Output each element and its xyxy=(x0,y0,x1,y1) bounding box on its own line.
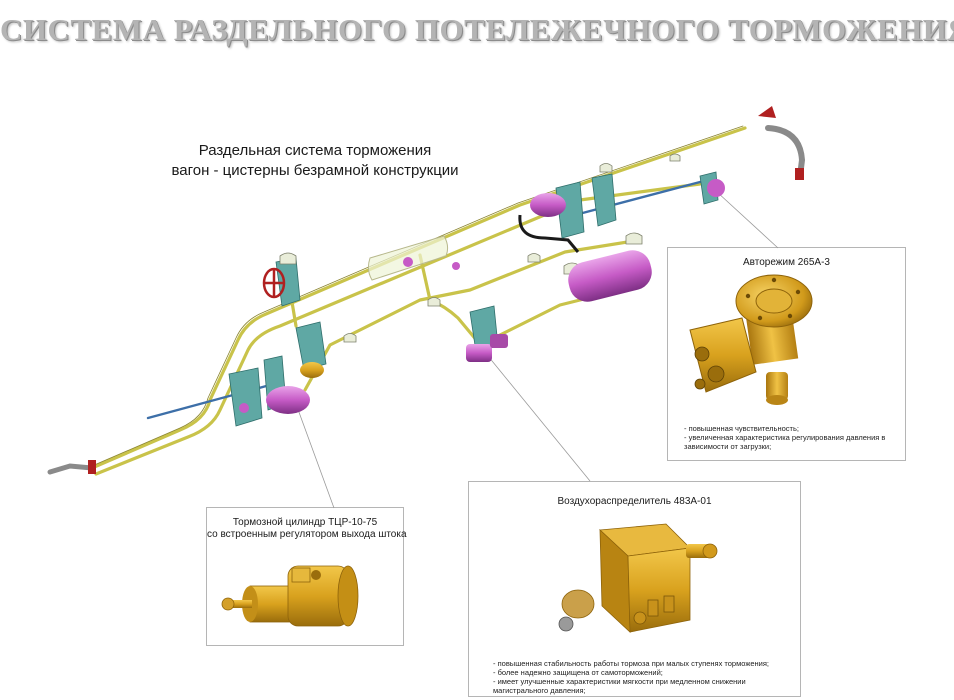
pipe-clamp xyxy=(625,232,643,245)
autoregime-illustration xyxy=(689,274,813,405)
subtitle-line-1: Раздельная система торможения xyxy=(198,142,432,159)
cylinder-title-line-1: Тормозной цилиндр ТЦР-10-75 xyxy=(232,517,378,528)
main-brake-pipe xyxy=(90,126,747,470)
leader-line xyxy=(716,191,779,249)
distributor-note: - более надежно защищена от самоторможен… xyxy=(493,668,663,677)
handbrake-wheel xyxy=(262,267,286,299)
flexible-hose xyxy=(518,214,580,253)
bracket xyxy=(591,173,617,227)
pipe-clamp xyxy=(599,163,613,173)
bracket xyxy=(228,367,263,427)
diagram-subtitle: Раздельная система торможения вагон - ци… xyxy=(150,141,480,181)
end-hose-left xyxy=(47,460,96,475)
purple-units xyxy=(239,179,725,414)
brake-cylinder-small xyxy=(530,193,566,217)
autoregime-note: - повышенная чувствительность; xyxy=(684,424,799,433)
pipe-clamp xyxy=(427,297,441,307)
callout-distributor: Воздухораспределитель 483А-01 - повышенн… xyxy=(468,481,801,697)
valve-small xyxy=(403,257,413,267)
leader-line xyxy=(295,403,335,509)
callout-distributor-title: Воздухораспределитель 483А-01 xyxy=(557,496,712,507)
callout-autoregime-title: Авторежим 265А-3 xyxy=(743,257,830,268)
distributor-note: - имеет улучшенные характеристики мягкос… xyxy=(493,677,746,695)
cylinder-title-line-2: со встроенным регулятором выхода штока xyxy=(207,529,407,540)
air-distributor-small xyxy=(490,334,508,348)
callout-cylinder-title: Тормозной цилиндр ТЦР-10-75 со встроенны… xyxy=(207,517,407,541)
air-distributor-illustration xyxy=(558,523,718,633)
branch-pipe xyxy=(94,182,702,476)
brake-cylinder-illustration xyxy=(221,565,359,627)
bracket xyxy=(555,181,585,239)
regulator-small xyxy=(300,362,324,378)
pipe-clamp xyxy=(527,253,541,263)
pipe-clamp xyxy=(669,153,681,162)
air-reservoir xyxy=(568,250,652,302)
end-hose-right xyxy=(758,106,806,180)
leader-line xyxy=(487,355,591,482)
air-distributor-small xyxy=(466,344,492,362)
pipe-clamp xyxy=(279,252,297,265)
bracket xyxy=(295,321,327,371)
callout-autoregime-notes: - повышенная чувствительность; - увеличе… xyxy=(684,424,904,451)
autoregime-note: - увеличенная характеристика регулирован… xyxy=(684,433,886,451)
distributor-note: - повышенная стабильность работы тормоза… xyxy=(493,659,770,668)
main-brake-pipe-outline xyxy=(91,125,744,467)
pipe-clamp xyxy=(343,333,357,343)
valve-small xyxy=(239,403,249,413)
page-title: СИСТЕМА РАЗДЕЛЬНОГО ПОТЕЛЕЖЕЧНОГО ТОРМОЖ… xyxy=(0,12,954,47)
callout-distributor-notes: - повышенная стабильность работы тормоза… xyxy=(493,659,793,695)
autoregime-small xyxy=(707,179,725,197)
brake-pipe-group xyxy=(90,125,747,476)
valve-small xyxy=(452,262,460,270)
brake-cylinder-small xyxy=(266,386,310,414)
subtitle-line-2: вагон - цистерны безрамной конструкции xyxy=(171,162,459,179)
